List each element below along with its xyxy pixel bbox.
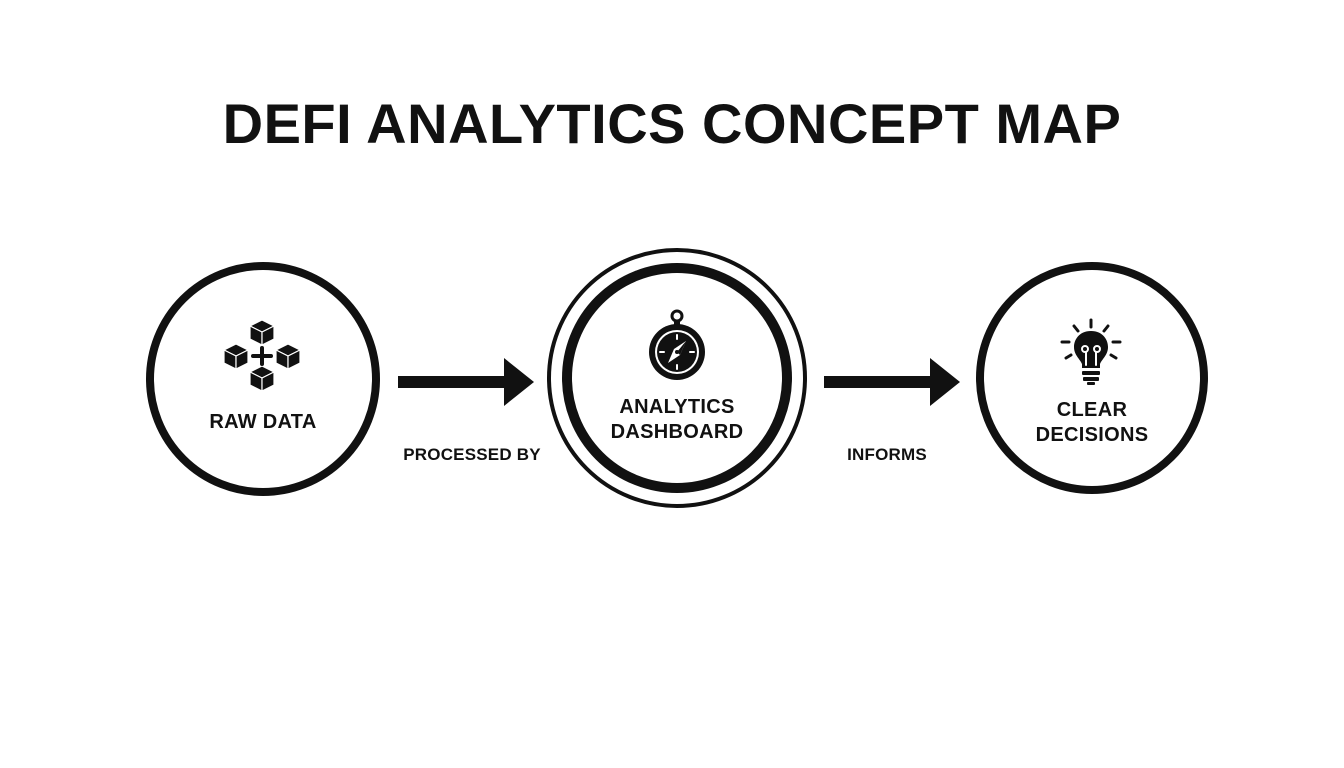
node-analytics-dashboard [562,263,792,493]
edge-label-informs: INFORMS [847,445,927,464]
node-label-line: DECISIONS [1035,424,1149,446]
node-raw-data [146,262,380,496]
edge-label-processed-by: PROCESSED BY [403,445,541,464]
arrow-right-icon [398,358,534,406]
node-label-line: DASHBOARD [610,421,744,443]
node-label-line: ANALYTICS [619,396,735,418]
node-label-line: CLEAR [1056,399,1128,421]
blocks-icon [223,319,301,392]
node-label-raw-data: RAW DATA [209,411,317,433]
compass-icon [649,309,705,380]
lightbulb-icon [1060,318,1122,385]
node-label-clear-decisions: CLEAR DECISIONS [996,398,1188,448]
node-label-analytics-dashboard: ANALYTICS DASHBOARD [582,395,772,445]
diagram-title: DEFI ANALYTICS CONCEPT MAP [222,92,1122,155]
arrow-right-icon [824,358,960,406]
